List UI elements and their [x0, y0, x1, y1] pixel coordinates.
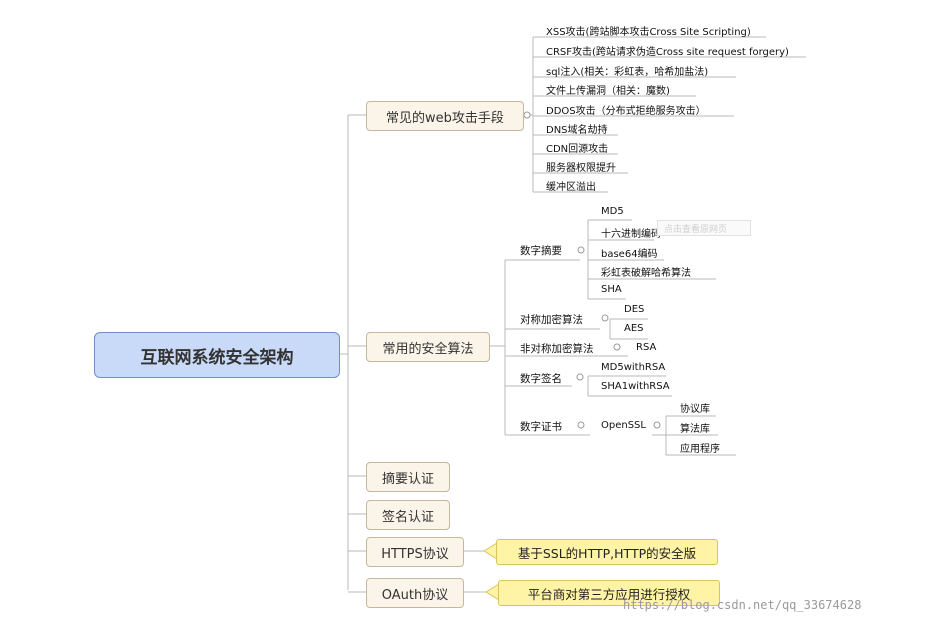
- web-attack-item[interactable]: CDN回源攻击: [546, 144, 609, 155]
- web-attack-item[interactable]: 缓冲区溢出: [546, 182, 596, 193]
- branch-digest-auth[interactable]: 摘要认证: [366, 462, 450, 492]
- https-callout: 基于SSL的HTTP,HTTP的安全版: [496, 539, 718, 565]
- openssl-item[interactable]: 协议库: [680, 404, 710, 415]
- branch-security-algorithms[interactable]: 常用的安全算法: [366, 332, 490, 362]
- branch-web-attacks[interactable]: 常见的web攻击手段: [366, 101, 524, 131]
- digest-item[interactable]: 彩虹表破解哈希算法: [601, 268, 691, 279]
- symmetric-item[interactable]: AES: [624, 323, 644, 334]
- digest-item[interactable]: base64编码: [601, 249, 658, 260]
- digest-item[interactable]: MD5: [601, 206, 624, 217]
- web-attack-item[interactable]: CRSF攻击(跨站请求伪造Cross site request forgery): [546, 47, 789, 58]
- digest-item[interactable]: 十六进制编码: [601, 229, 661, 240]
- root-node[interactable]: 互联网系统安全架构: [94, 332, 340, 378]
- symmetric-item[interactable]: DES: [624, 304, 645, 315]
- web-attack-item[interactable]: sql注入(相关：彩虹表，哈希加盐法): [546, 67, 709, 78]
- web-attack-item[interactable]: DDOS攻击（分布式拒绝服务攻击）: [546, 106, 706, 117]
- view-original-hint: 点击查看原网页: [657, 220, 751, 236]
- web-attack-item[interactable]: DNS域名劫持: [546, 125, 608, 136]
- algo-certificate[interactable]: 数字证书: [520, 421, 562, 433]
- certificate-openssl[interactable]: OpenSSL: [601, 420, 646, 431]
- signature-item[interactable]: SHA1withRSA: [601, 381, 670, 392]
- asymmetric-item[interactable]: RSA: [636, 342, 657, 353]
- web-attack-item[interactable]: XSS攻击(跨站脚本攻击Cross Site Scripting): [546, 27, 751, 38]
- branch-oauth[interactable]: OAuth协议: [366, 578, 464, 608]
- oauth-callout: 平台商对第三方应用进行授权: [498, 580, 720, 606]
- digest-item[interactable]: SHA: [601, 284, 622, 295]
- signature-item[interactable]: MD5withRSA: [601, 362, 666, 373]
- web-attack-item[interactable]: 文件上传漏洞（相关：魔数): [546, 86, 670, 97]
- openssl-item[interactable]: 应用程序: [680, 444, 720, 455]
- watermark-text: https://blog.csdn.net/qq_33674628: [623, 598, 862, 612]
- openssl-item[interactable]: 算法库: [680, 424, 710, 435]
- web-attack-item[interactable]: 服务器权限提升: [546, 163, 616, 174]
- branch-https[interactable]: HTTPS协议: [366, 537, 464, 567]
- algo-digest[interactable]: 数字摘要: [520, 245, 562, 257]
- algo-signature[interactable]: 数字签名: [520, 373, 562, 385]
- algo-symmetric[interactable]: 对称加密算法: [520, 314, 583, 326]
- branch-signature-auth[interactable]: 签名认证: [366, 500, 450, 530]
- algo-asymmetric[interactable]: 非对称加密算法: [520, 343, 594, 355]
